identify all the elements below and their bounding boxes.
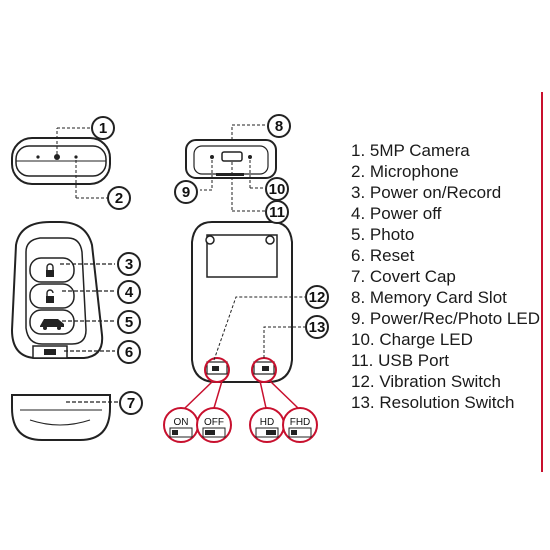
callout-12: 12: [305, 285, 329, 309]
switch-label-off: OFF: [204, 417, 224, 428]
callout-1: 1: [91, 116, 115, 140]
legend-item: 5. Photo: [351, 225, 415, 244]
svg-text:3: 3: [125, 256, 133, 273]
legend-item: 11. USB Port: [351, 351, 449, 370]
callout-10: 10: [265, 177, 289, 201]
legend-item: 7. Covert Cap: [351, 267, 456, 286]
legend-item: 10. Charge LED: [351, 330, 473, 349]
switch-detail-on: ON: [163, 407, 199, 443]
switch-label-hd: HD: [260, 417, 274, 428]
svg-text:12: 12: [309, 289, 326, 306]
back-view-device: [191, 221, 293, 383]
switch-label-fhd: FHD: [290, 417, 311, 428]
car-trunk-icon: [40, 319, 64, 330]
switch-detail-hd: HD: [249, 407, 285, 443]
unlock-icon: [46, 289, 54, 303]
callout-4: 4: [117, 280, 141, 304]
callout-11: 11: [265, 200, 289, 224]
callout-8: 8: [267, 114, 291, 138]
switch-detail-fhd: FHD: [282, 407, 318, 443]
lock-icon: [46, 263, 54, 277]
callout-9: 9: [174, 180, 198, 204]
legend-item: 13. Resolution Switch: [351, 393, 515, 412]
covert-cap: [11, 394, 111, 441]
svg-text:9: 9: [182, 184, 190, 201]
svg-text:10: 10: [269, 181, 286, 198]
accent-divider: [541, 92, 543, 472]
svg-text:5: 5: [125, 314, 133, 331]
svg-text:7: 7: [127, 395, 135, 412]
legend-item: 3. Power on/Record: [351, 183, 502, 202]
legend-item: 4. Power off: [351, 204, 442, 223]
svg-text:8: 8: [275, 118, 283, 135]
legend-item: 2. Microphone: [351, 162, 459, 181]
front-view-device: [10, 221, 104, 359]
vibration-switch-highlight: [204, 357, 230, 383]
legend-item: 12. Vibration Switch: [351, 372, 501, 391]
usb-port: [221, 151, 243, 162]
status-led: [210, 155, 214, 159]
callout-6: 6: [117, 340, 141, 364]
svg-text:11: 11: [269, 204, 285, 221]
switch-label-on: ON: [174, 417, 189, 428]
switch-detail-off: OFF: [196, 407, 232, 443]
top-edge-view: [185, 139, 277, 179]
legend-item: 6. Reset: [351, 246, 415, 265]
legend-item: 1. 5MP Camera: [351, 141, 470, 160]
camera-lens-icon: [54, 154, 60, 160]
svg-text:13: 13: [309, 319, 326, 336]
top-view-device: [11, 137, 111, 185]
callout-5: 5: [117, 310, 141, 334]
legend-item: 9. Power/Rec/Photo LED: [351, 309, 540, 328]
parts-legend: 1. 5MP Camera 2. Microphone 3. Power on/…: [351, 140, 540, 413]
callout-3: 3: [117, 252, 141, 276]
callout-7: 7: [119, 391, 143, 415]
svg-text:4: 4: [125, 284, 134, 301]
callout-2: 2: [107, 186, 131, 210]
charge-led: [248, 155, 252, 159]
callout-13: 13: [305, 315, 329, 339]
svg-text:1: 1: [99, 120, 107, 137]
legend-item: 8. Memory Card Slot: [351, 288, 507, 307]
svg-text:6: 6: [125, 344, 133, 361]
svg-text:2: 2: [115, 190, 123, 207]
